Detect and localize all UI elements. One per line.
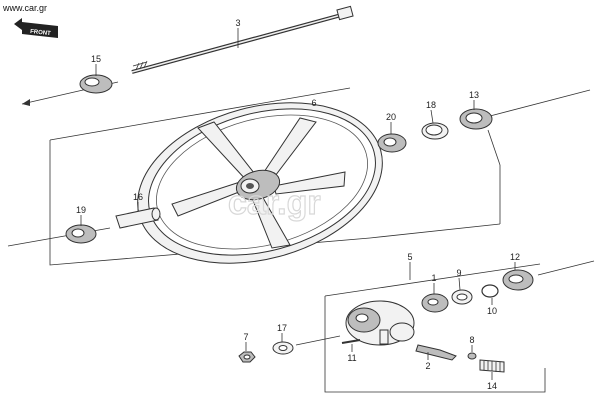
- drive-gear-14: [479, 359, 505, 373]
- bearing-20: [377, 133, 407, 153]
- hub-assembly-frame: [324, 263, 546, 393]
- front-axle: [131, 5, 354, 74]
- part-number: 12: [510, 252, 520, 262]
- front-label: FRONT: [30, 29, 52, 37]
- ring-18: [421, 122, 449, 140]
- part-number: 15: [91, 54, 101, 64]
- wheel-hub-body: [345, 300, 415, 346]
- lever-2: [415, 344, 457, 361]
- part-number: 13: [469, 90, 479, 100]
- part-number: 7: [243, 332, 248, 342]
- axis-arrow-icon: [22, 99, 30, 106]
- part-number: 16: [133, 192, 143, 202]
- part-number: 2: [425, 361, 430, 371]
- part-number: 1: [431, 273, 436, 283]
- part-number: 19: [76, 205, 86, 215]
- washer-8: [451, 289, 473, 305]
- part-number: 6: [311, 98, 316, 108]
- front-arrow-icon: FRONT: [14, 18, 58, 38]
- circlip-10: [481, 284, 499, 298]
- front-wheel-rim: [137, 102, 383, 264]
- part-number: 17: [277, 323, 287, 333]
- seal-13: [459, 108, 493, 130]
- part-number: 9: [456, 268, 461, 278]
- part-number: 11: [347, 353, 356, 363]
- washer-17: [272, 341, 294, 355]
- bearing-15: [79, 74, 113, 94]
- seal-12: [502, 269, 534, 291]
- part-number: 3: [235, 18, 240, 28]
- axle-nut-7: [238, 351, 256, 363]
- bearing-19: [65, 224, 97, 244]
- spacer-tube-16: [115, 207, 161, 229]
- part-number: 14: [487, 381, 497, 391]
- part-number: 5: [407, 252, 412, 262]
- part-number: 18: [426, 100, 436, 110]
- watermark-center: car.gr: [228, 184, 321, 222]
- pin-11: [341, 339, 361, 344]
- watermark-corner: www.car.gr: [2, 3, 47, 13]
- part-number: 10: [487, 306, 497, 316]
- washer-9: [467, 352, 477, 360]
- bearing-1: [421, 293, 449, 313]
- part-number: 8: [469, 335, 474, 345]
- part-number: 20: [386, 112, 396, 122]
